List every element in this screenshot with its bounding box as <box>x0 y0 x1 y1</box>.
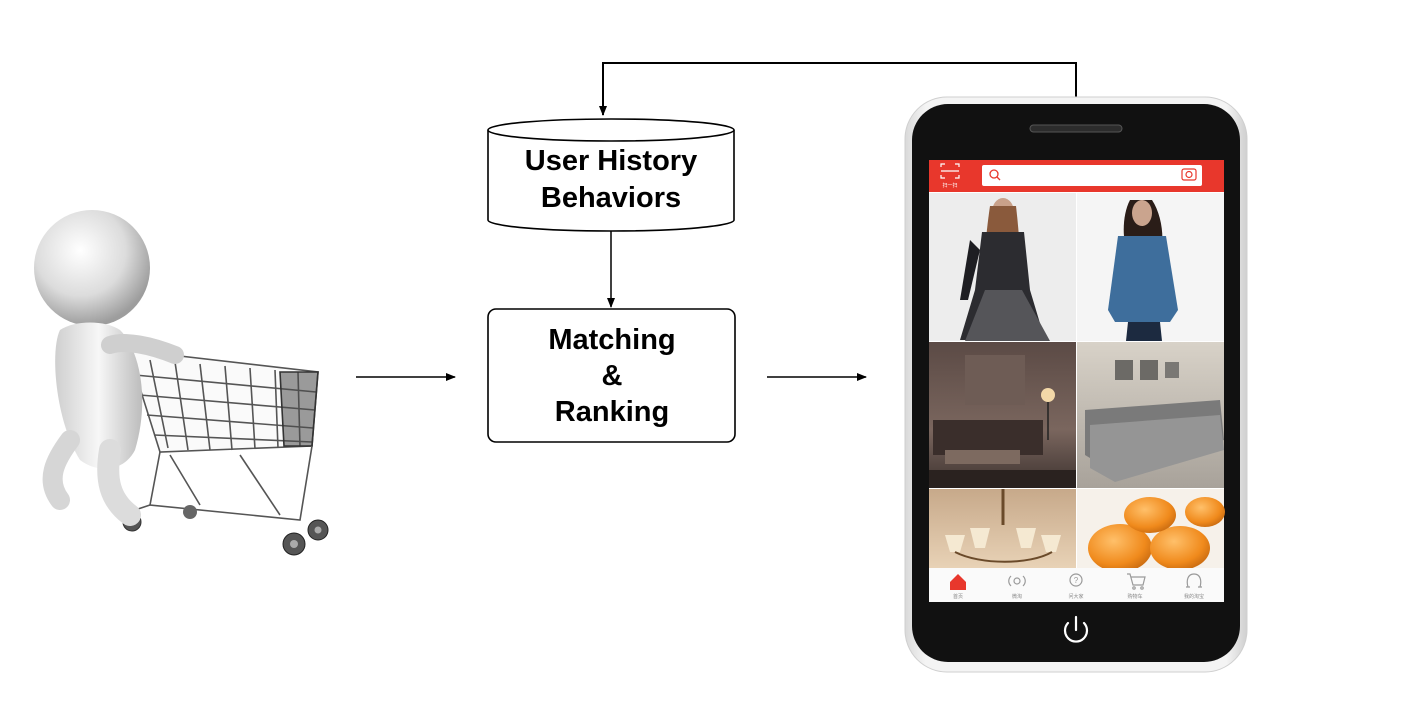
history-node-label: User History Behaviors <box>488 143 734 217</box>
ranking-node-line3: Ranking <box>554 396 670 428</box>
app-search-input[interactable] <box>982 165 1202 186</box>
ranking-node-line1: Matching <box>548 324 676 356</box>
svg-text:微淘: 微淘 <box>1012 593 1022 600</box>
shopping-cart-icon <box>126 349 319 521</box>
product-tile-loquats[interactable] <box>1077 489 1225 572</box>
product-tile-chandelier[interactable] <box>929 489 1076 568</box>
phone-speaker <box>1029 124 1123 133</box>
camera-icon[interactable] <box>1181 168 1197 181</box>
power-button-icon[interactable] <box>1063 615 1089 643</box>
profile-icon <box>1186 573 1202 588</box>
product-tile-blue-sweater[interactable] <box>1077 193 1224 341</box>
history-node-line1: User History <box>524 145 698 177</box>
history-node-line2: Behaviors <box>540 182 682 214</box>
person-figure <box>34 210 184 526</box>
user-history-database-node <box>487 118 735 232</box>
svg-text:?: ? <box>1074 576 1079 585</box>
home-icon <box>950 574 966 590</box>
tab-profile[interactable]: 我的淘宝 <box>1184 573 1204 600</box>
scan-icon[interactable] <box>940 163 960 179</box>
tab-cart[interactable]: 购物车 <box>1127 573 1146 600</box>
product-tile-living-room-dark[interactable] <box>929 342 1076 488</box>
svg-text:我的淘宝: 我的淘宝 <box>1184 593 1204 600</box>
svg-text:扫一扫: 扫一扫 <box>942 182 957 189</box>
product-tile-living-room-grey[interactable] <box>1077 342 1224 488</box>
tab-ask[interactable]: ? 问大家 <box>1068 573 1084 600</box>
tab-home[interactable]: 首页 <box>950 574 966 600</box>
tab-live[interactable]: 微淘 <box>1008 575 1026 600</box>
svg-text:购物车: 购物车 <box>1127 593 1142 600</box>
product-tile-black-dress[interactable] <box>929 193 1076 341</box>
search-icon <box>989 169 1001 181</box>
ranking-node-line2: & <box>601 360 623 392</box>
svg-text:首页: 首页 <box>953 593 963 600</box>
broadcast-icon <box>1013 577 1021 585</box>
shopper-with-cart-illustration <box>34 210 329 556</box>
matching-ranking-box <box>487 308 736 443</box>
question-icon <box>1069 573 1083 587</box>
arrow-feedback-phone-to-history <box>599 62 1077 116</box>
ranking-node-label: Matching & Ranking <box>488 322 736 430</box>
cart-icon <box>1127 573 1146 586</box>
svg-text:问大家: 问大家 <box>1068 593 1083 600</box>
smartphone-illustration: 扫一扫 <box>904 96 1248 673</box>
